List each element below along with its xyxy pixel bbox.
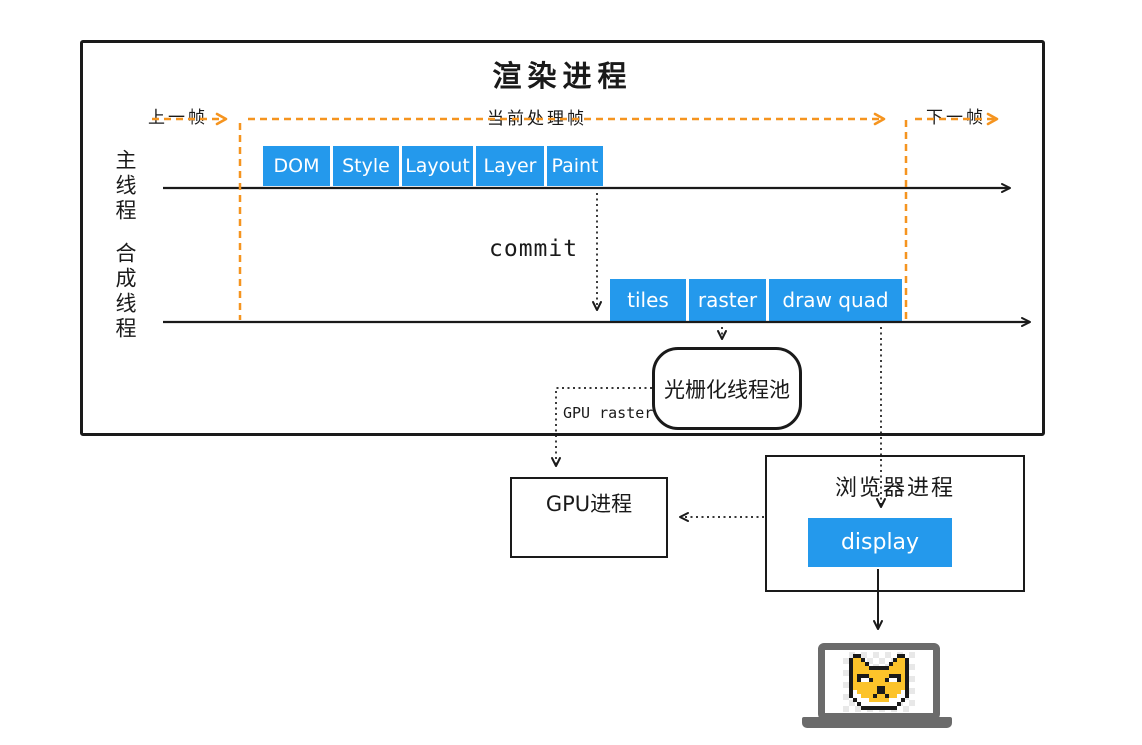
stage-layout: Layout [402,146,473,186]
compositor-thread-label: 合成线程 [113,242,137,342]
stage-tiles: tiles [610,279,686,321]
stage-dom: DOM [263,146,330,186]
main-thread-stages: DOM Style Layout Layer Paint [263,146,603,186]
gpu-raster-label: GPU raster [563,404,654,422]
commit-label: commit [489,236,579,262]
stage-style: Style [333,146,399,186]
browser-process-label: 浏览器进程 [834,476,955,501]
gpu-process-node: GPU进程 [510,477,668,558]
next-frame-label: 下一帧 [926,108,986,128]
stage-draw-quad: draw quad [769,279,902,321]
doge-icon [849,653,909,710]
compositor-thread-stages: tiles raster draw quad [610,279,902,321]
prev-frame-label: 上一帧 [148,108,208,128]
laptop-base [802,717,952,728]
main-thread-label: 主线程 [113,149,137,224]
stage-layer: Layer [476,146,544,186]
display-node: display [808,518,952,567]
diagram-title: 渲染进程 [492,59,633,93]
doge-background [843,651,915,712]
laptop-icon [818,643,940,720]
stage-raster: raster [689,279,766,321]
raster-pool-node: 光栅化线程池 [652,347,802,430]
stage-paint: Paint [547,146,603,186]
current-frame-label: 当前处理帧 [487,109,587,129]
